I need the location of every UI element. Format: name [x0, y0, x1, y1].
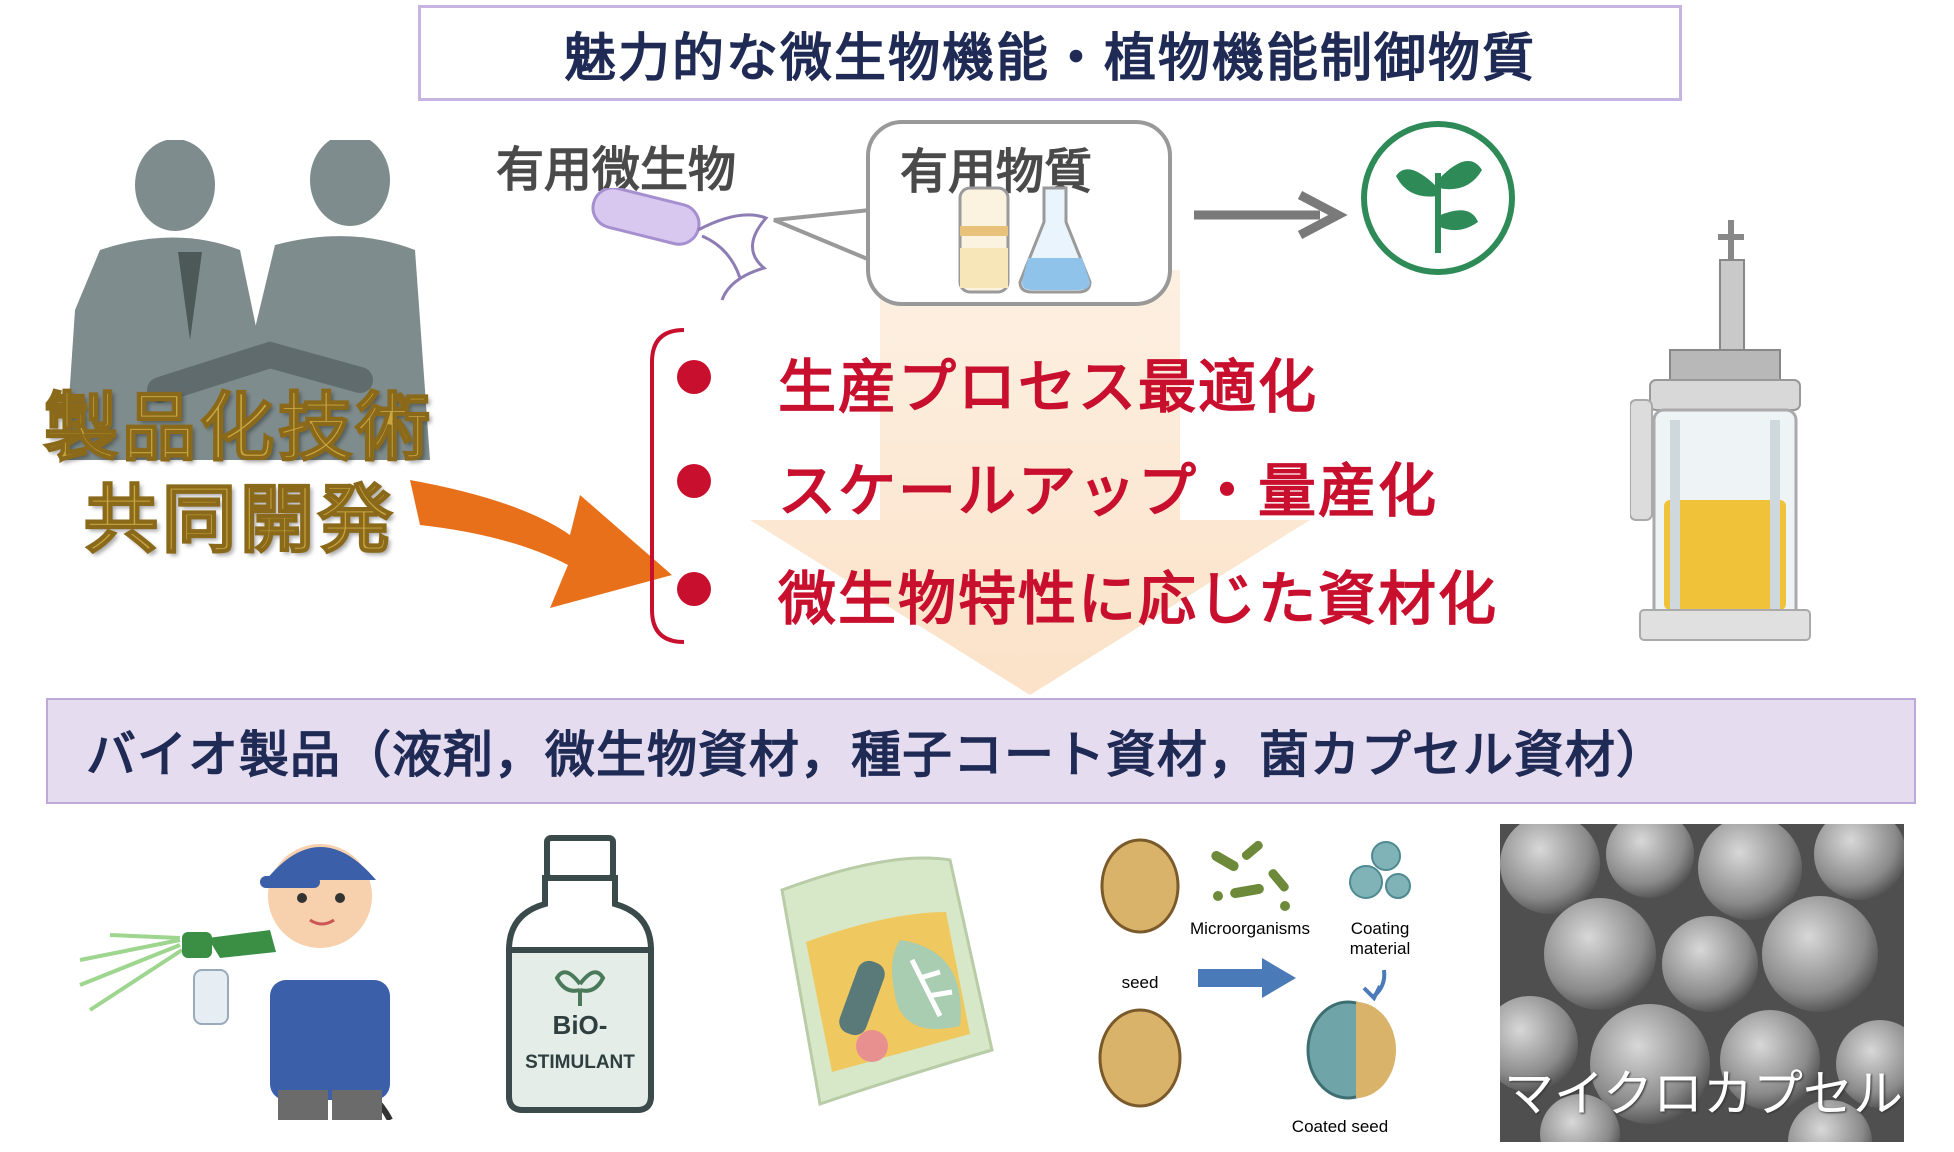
- biostimulant-bottle: BiO- STIMULANT: [506, 835, 654, 1113]
- process-item-2: スケールアップ・量産化: [778, 457, 1439, 525]
- process-item-1: 生産プロセス最適化: [778, 353, 1319, 421]
- products-band-text: バイオ製品（液剤，微生物資材，種子コート資材，菌カプセル資材）: [86, 726, 1667, 784]
- bullet-2: [677, 464, 711, 498]
- handshake-icon: [65, 140, 430, 460]
- bullet-1: [677, 360, 711, 394]
- seed-coating-diagram: seed Microorganisms Coating material Coa…: [1098, 838, 1411, 1136]
- bottle-label-line1: BiO-: [553, 1010, 608, 1040]
- coated-seed-label: Coated seed: [1292, 1117, 1388, 1136]
- microcapsule-label: マイクロカプセル: [1504, 1065, 1903, 1123]
- coating-label-line2: material: [1350, 939, 1410, 958]
- bottles-icon: [958, 186, 1092, 294]
- material-bag-icon: [780, 856, 994, 1106]
- bracket: [650, 328, 685, 644]
- substance-bubble: [866, 120, 1172, 306]
- bubble-tail: [773, 208, 871, 262]
- seed-label: seed: [1122, 973, 1159, 992]
- page-title: 魅力的な微生物機能・植物機能制御物質: [563, 28, 1536, 89]
- orange-arrow: [410, 480, 672, 608]
- bottle-label-line2: STIMULANT: [525, 1052, 635, 1073]
- bullet-3: [677, 572, 711, 606]
- coating-label-line1: Coating: [1351, 919, 1410, 938]
- microbe-icon: [591, 188, 769, 301]
- microorganisms-label: Microorganisms: [1190, 919, 1310, 938]
- process-item-3: 微生物特性に応じた資材化: [778, 565, 1499, 633]
- down-arrow-background: [750, 270, 1310, 695]
- products-band: バイオ製品（液剤，微生物資材，種子コート資材，菌カプセル資材）: [46, 698, 1916, 804]
- gray-arrow: [1194, 191, 1348, 239]
- microcapsule-image: マイクロカプセル: [1500, 824, 1904, 1142]
- bioreactor-icon: [1630, 220, 1811, 641]
- joint-dev-line1: 製品化技術: [43, 384, 434, 472]
- bubble-tail-cover: [870, 210, 890, 270]
- farmer-spraying-icon: [79, 844, 393, 1120]
- plant-icon: [1361, 121, 1515, 275]
- microcapsule-spheres: [1500, 824, 1904, 1142]
- joint-dev-line2: 共同開発: [83, 476, 396, 564]
- title-box: 魅力的な微生物機能・植物機能制御物質: [418, 5, 1682, 101]
